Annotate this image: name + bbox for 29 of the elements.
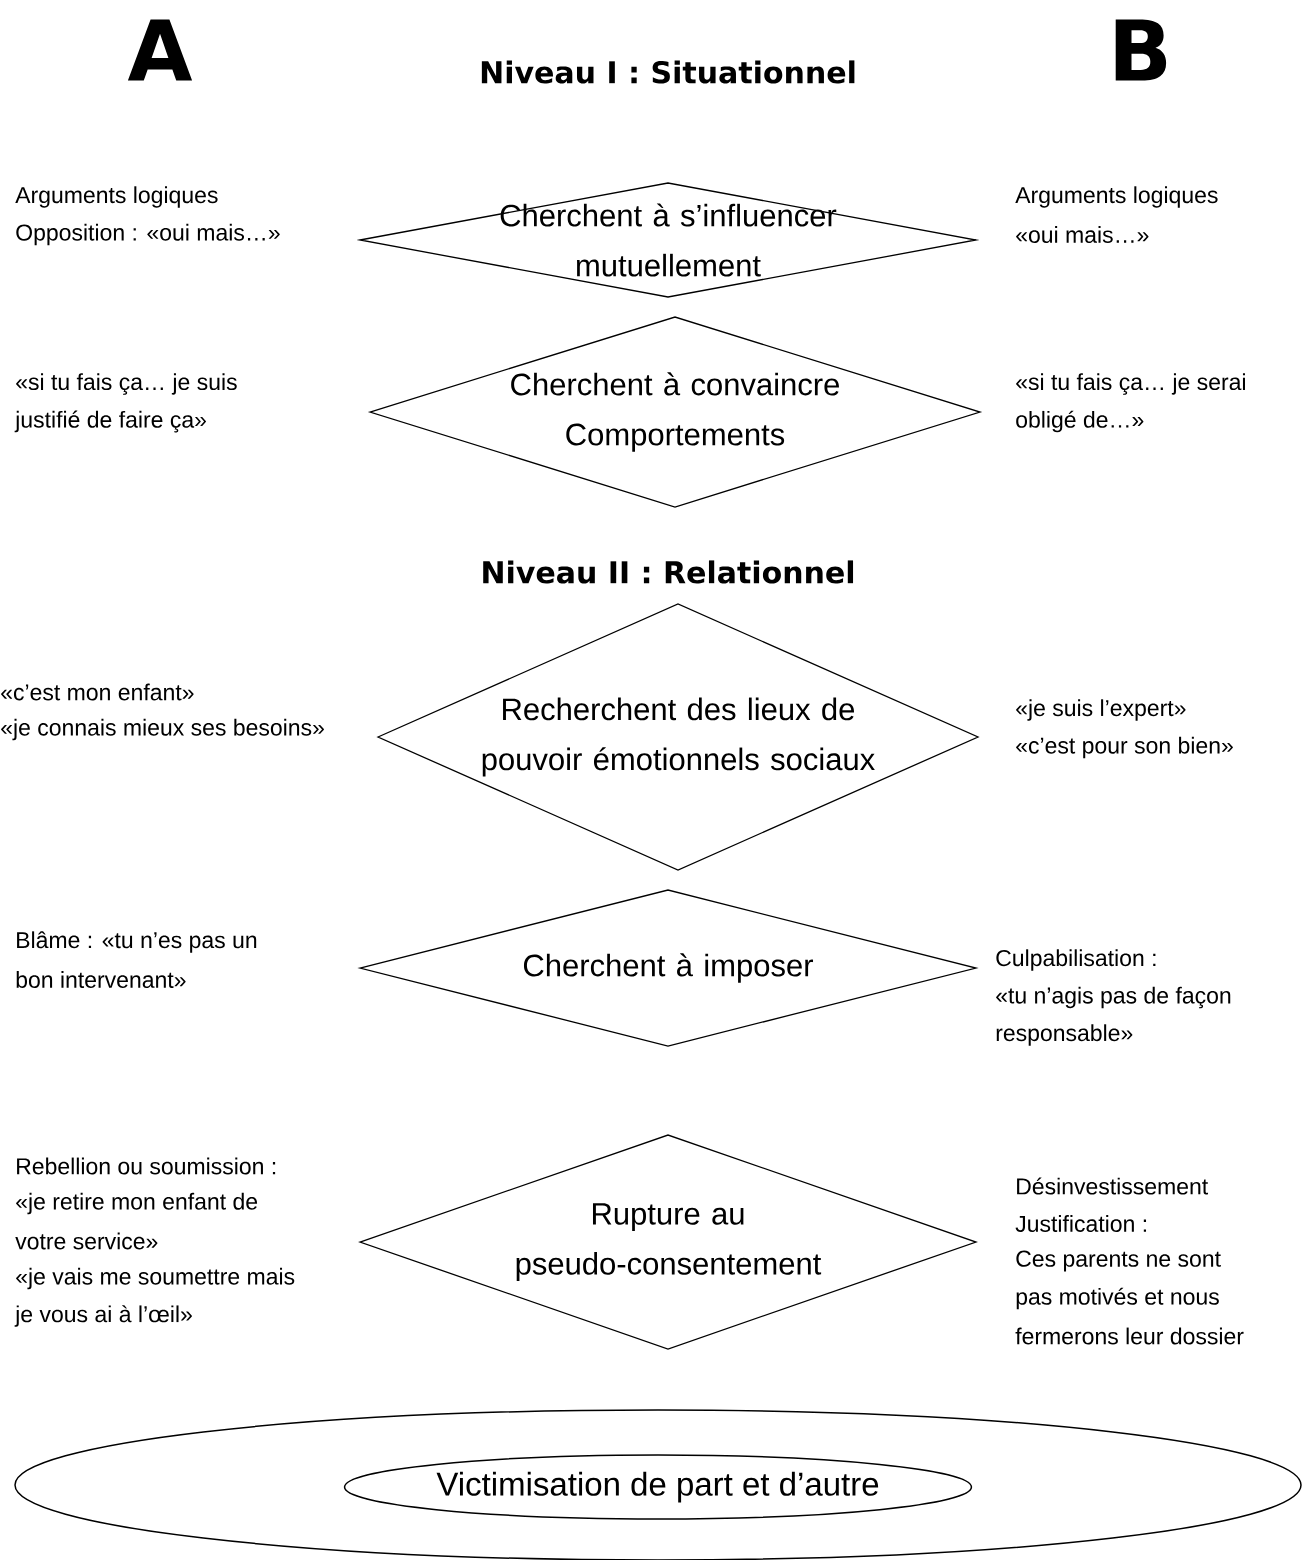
side-note: «si tu fais ça… je suis [16, 373, 237, 395]
level-heading: Niveau I : Situationnel [481, 60, 855, 84]
ellipse-box: Victimisation de part et d’autre [343, 1454, 973, 1520]
side-note: votre service» [15, 1232, 158, 1250]
side-note: Désinvestissement [1017, 1177, 1209, 1195]
side-note: Justification : [1015, 1215, 1146, 1232]
level-heading: Niveau II : Relationnel [483, 560, 854, 584]
side-note: justifié de faire ça» [14, 410, 206, 433]
side-note: Arguments logiques [15, 186, 218, 208]
column-letter: B [1115, 19, 1167, 81]
side-note: je vous ai à l’œil» [14, 1305, 192, 1327]
side-note: «je connais mieux ses besoins» [1, 718, 324, 741]
side-note: Ces parents ne sont [1016, 1250, 1221, 1272]
side-note: «c’est pour son bien» [1016, 736, 1233, 759]
side-note: «c’est mon enfant» [1, 683, 194, 701]
side-note: «si tu fais ça… je serai [1016, 373, 1245, 395]
column-letter: A [127, 19, 193, 81]
side-note: «je vais me soumettre mais [16, 1267, 295, 1290]
side-note: Rebellion ou soumission : [17, 1157, 276, 1175]
side-note: fermerons leur dossier [1015, 1327, 1244, 1345]
side-note: «je suis l’expert» [1016, 699, 1186, 721]
side-note: Blâme : «tu n’es pas un [17, 931, 257, 953]
side-note: «oui mais…» [1016, 226, 1149, 243]
side-note: pas motivés et nous [1016, 1287, 1219, 1310]
side-note: Opposition : «oui mais…» [16, 223, 280, 246]
side-note: «je retire mon enfant de [16, 1192, 258, 1215]
side-note: obligé de…» [1016, 410, 1144, 433]
side-note: Arguments logiques [1015, 186, 1218, 208]
side-note: bon intervenant» [16, 971, 186, 988]
